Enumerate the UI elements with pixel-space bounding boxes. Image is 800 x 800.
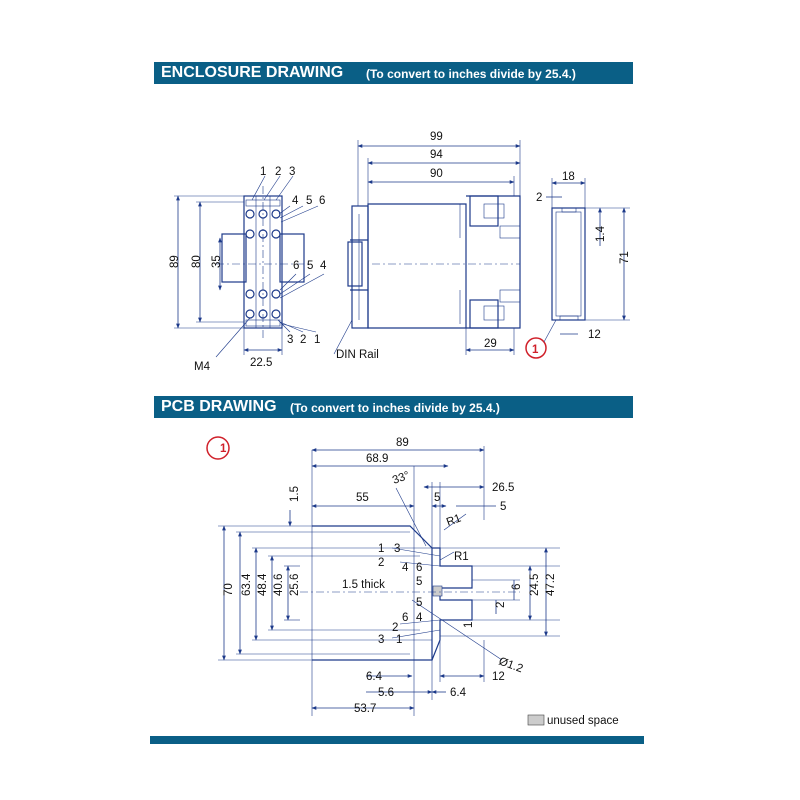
dim-1-4-label: 1.4	[595, 225, 607, 242]
pcb-dim-40-6: 40.6	[273, 574, 285, 596]
enclosure-subtitle: (To convert to inches divide by 25.4.)	[366, 67, 576, 81]
pcb-dim-68-9: 68.9	[366, 453, 388, 465]
pcb-dim-55: 55	[356, 492, 369, 504]
dim-12-label: 12	[588, 329, 601, 341]
pcb-subtitle: (To convert to inches divide by 25.4.)	[290, 401, 500, 415]
dim-35-label: 35	[211, 255, 223, 268]
pcb-dim-48-4: 48.4	[257, 573, 269, 596]
pcb-dim-6-slot: 6	[511, 584, 523, 590]
pcb-dim-2-lower: 2	[392, 622, 398, 634]
pcb-dim-12: 12	[492, 671, 505, 683]
pcb-dim-25-6: 25.6	[289, 574, 301, 596]
pcb-dim-5-a: 5	[434, 492, 440, 504]
pcb-dim-2-upper: 2	[378, 557, 384, 569]
pcb-dim-26-5: 26.5	[492, 482, 514, 494]
front-top2-terminal-5: 5	[306, 195, 312, 207]
pcb-dim-1-5: 1.5	[289, 486, 301, 502]
unused-space-swatch-on-board	[432, 585, 443, 597]
front-mid-terminal-6: 6	[293, 260, 299, 272]
pcb-dim-5-lower: 5	[416, 597, 422, 609]
front-top2-terminal-4: 4	[292, 195, 299, 207]
front-top-terminal-1: 1	[260, 166, 266, 178]
pcb-dim-5-6: 5.6	[378, 687, 394, 699]
enclosure-side-view	[333, 140, 521, 355]
dim-29-label: 29	[484, 338, 497, 350]
front-top-terminal-3: 3	[289, 166, 295, 178]
pcb-dim-4-upper: 4	[402, 562, 409, 574]
pcb-outline	[206, 436, 560, 716]
enclosure-drawing-banner: ENCLOSURE DRAWING (To convert to inches …	[154, 62, 633, 84]
pcb-dim-53-7: 53.7	[354, 703, 376, 715]
pcb-dim-33-deg: 33°	[391, 470, 411, 487]
pcb-dim-24-5: 24.5	[529, 574, 541, 596]
pcb-dim-89: 89	[396, 437, 409, 449]
dim-2-label: 2	[536, 192, 542, 204]
din-rail-label: DIN Rail	[336, 349, 379, 361]
front-bottom-terminal-3: 3	[287, 334, 293, 346]
enclosure-title: ENCLOSURE DRAWING	[161, 64, 344, 81]
pcb-dim-4-lower: 4	[416, 612, 423, 624]
dim-22-5-label: 22.5	[250, 357, 272, 369]
pcb-radius-r1-a: R1	[445, 513, 463, 529]
pcb-dim-3-lower: 3	[378, 634, 384, 646]
pcb-dim-6-lower: 6	[402, 612, 408, 624]
pcb-callout-number: 1	[220, 443, 227, 455]
front-top-terminal-2: 2	[275, 166, 281, 178]
section-callout-number: 1	[532, 344, 539, 356]
dim-71-label: 71	[619, 251, 631, 264]
pcb-dim-6-4-b: 6.4	[450, 687, 467, 699]
pcb-dim-1-slot: 1	[463, 622, 475, 628]
pcb-dim-47-2: 47.2	[545, 574, 557, 596]
pcb-dim-3-upper: 3	[394, 543, 400, 555]
dim-18-label: 18	[562, 171, 575, 183]
dim-94-label: 94	[430, 149, 443, 161]
enclosure-front-view	[174, 175, 325, 358]
pcb-dim-5-upper: 5	[416, 576, 422, 588]
pcb-dim-2-slot: 2	[495, 602, 507, 608]
dim-90-label: 90	[430, 168, 443, 180]
front-bottom-terminal-1: 1	[314, 334, 320, 346]
dim-80-label: 80	[191, 255, 203, 268]
pcb-drawing-banner: PCB DRAWING (To convert to inches divide…	[154, 396, 633, 418]
dim-89-label: 89	[169, 255, 181, 268]
legend-unused-space-label: unused space	[547, 715, 619, 727]
pcb-thickness-label: 1.5 thick	[342, 579, 385, 591]
footer-bar	[150, 736, 644, 744]
pcb-dim-6-upper: 6	[416, 562, 422, 574]
pcb-dim-1-lower: 1	[396, 634, 402, 646]
pcb-dim-1-upper: 1	[378, 543, 384, 555]
dim-99-label: 99	[430, 131, 443, 143]
front-top2-terminal-6: 6	[319, 195, 325, 207]
legend-unused-space-swatch	[527, 714, 545, 726]
enclosure-section-view	[525, 178, 630, 359]
pcb-dim-5-b: 5	[500, 501, 506, 513]
pcb-title: PCB DRAWING	[161, 398, 277, 415]
screw-label: M4	[194, 361, 211, 373]
pcb-dim-70: 70	[223, 583, 235, 596]
pcb-dim-63-4: 63.4	[241, 573, 253, 596]
pcb-dim-6-4-a: 6.4	[366, 671, 383, 683]
front-mid-terminal-4: 4	[320, 260, 327, 272]
front-bottom-terminal-2: 2	[300, 334, 306, 346]
pcb-radius-r1-b: R1	[454, 551, 469, 563]
front-mid-terminal-5: 5	[307, 260, 313, 272]
